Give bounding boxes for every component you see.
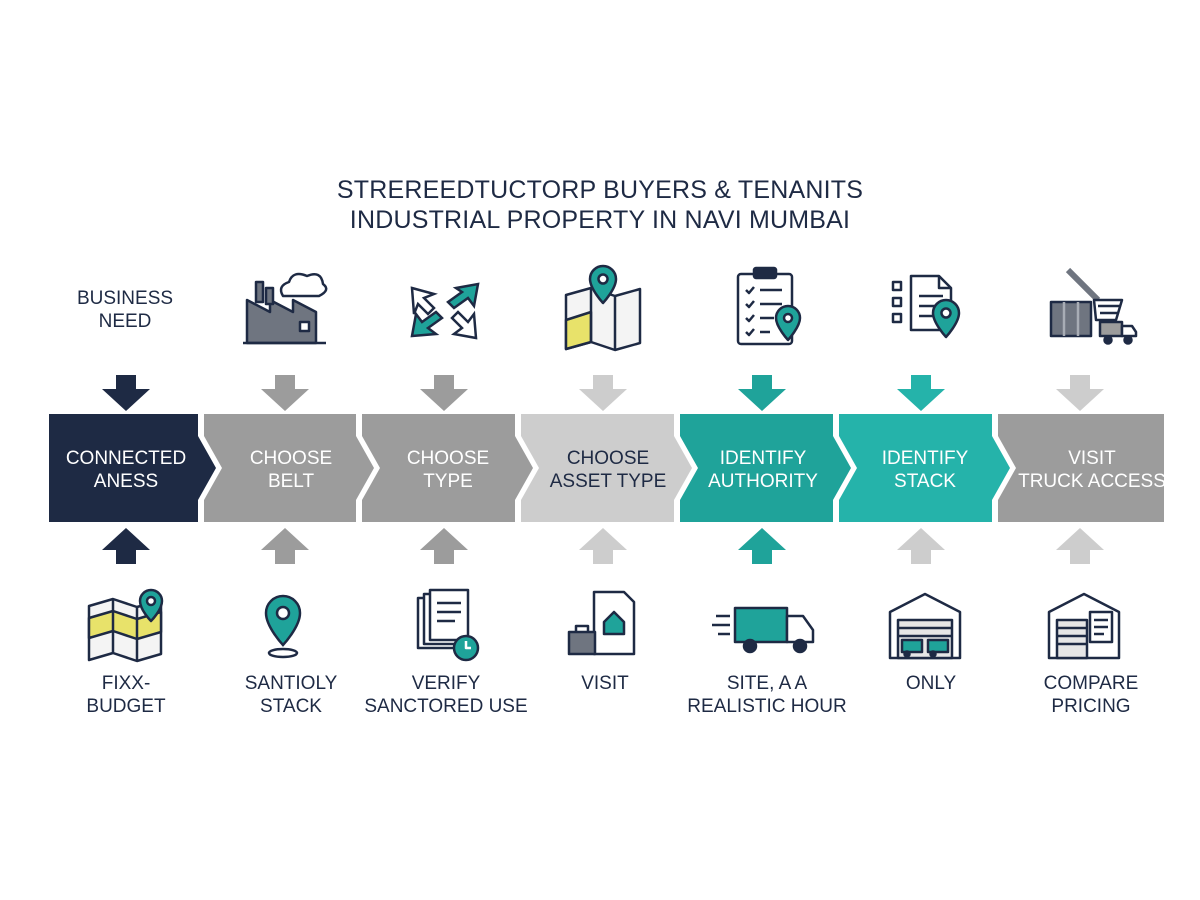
stage-4-label: CHOOSE ASSET TYPE: [549, 448, 667, 492]
up-arrow-1: [102, 528, 150, 564]
down-arrow-4: [579, 375, 627, 411]
house-bag-icon: [567, 590, 636, 656]
warehouse-icon: [888, 592, 962, 660]
down-arrow-7: [1056, 375, 1104, 411]
clipboard-icon: [736, 266, 802, 346]
bottom-label-2: SANTIOLY STACK: [244, 673, 338, 717]
stage-3-shape: [362, 414, 533, 522]
up-arrow-3: [420, 528, 468, 564]
map-icon: [564, 264, 642, 352]
stage-7-label: VISIT TRUCK ACCESS: [1018, 448, 1166, 492]
diagram-title-line-2: INDUSTRIAL PROPERTY IN NAVI MUMBAI: [349, 206, 851, 234]
up-arrow-4: [579, 528, 627, 564]
up-arrow-6: [897, 528, 945, 564]
bottom-label-4: VISIT: [581, 673, 629, 694]
stage-2-shape: [204, 414, 374, 522]
location-pin-icon: [264, 594, 302, 659]
stage-7-shape: [998, 414, 1164, 522]
bottom-label-5: SITE, A A REALISTIC HOUR: [687, 673, 847, 717]
crane-icon: [1049, 267, 1138, 345]
start-label-line-2: NEED: [98, 311, 152, 332]
down-arrow-1: [102, 375, 150, 411]
down-arrow-5: [738, 375, 786, 411]
up-arrow-7: [1056, 528, 1104, 564]
stage-1-shape: [49, 414, 216, 522]
stage-4-shape: [521, 414, 692, 522]
down-arrow-6: [897, 375, 945, 411]
warehouse-doc-icon: [1047, 592, 1121, 660]
stage-shapes: [49, 414, 1164, 522]
up-arrow-2: [261, 528, 309, 564]
stage-5-label: IDENTIFY AUTHORITY: [708, 448, 818, 492]
stage-3-label: CHOOSE TYPE: [406, 448, 490, 492]
bottom-label-3: VERIFY SANCTORED USE: [364, 673, 528, 717]
stage-6-label: IDENTIFY STACK: [881, 448, 969, 492]
map-pin-icon: [87, 588, 164, 663]
arrows-icon: [410, 282, 480, 340]
down-arrow-2: [261, 375, 309, 411]
start-label-line-1: BUSINESS: [76, 288, 174, 309]
stage-5-shape: [680, 414, 851, 522]
start-label: BUSINESS NEED: [30, 287, 220, 333]
stage-6-shape: [839, 414, 1010, 522]
down-arrows: [102, 375, 1104, 411]
stage-2-label: CHOOSE BELT: [249, 448, 333, 492]
documents-clock-icon: [416, 588, 480, 662]
factory-icon: [243, 272, 328, 345]
up-arrows: [102, 528, 1104, 564]
up-arrow-5: [738, 528, 786, 564]
document-pin-icon: [891, 274, 961, 339]
bottom-label-7: COMPARE PRICING: [1043, 673, 1139, 717]
stage-1-label: CONNECTED ANESS: [65, 448, 187, 492]
bottom-label-6: ONLY: [905, 673, 957, 694]
truck-icon: [712, 606, 815, 654]
down-arrow-3: [420, 375, 468, 411]
diagram-title-line-1: STREREEDTUCTORP BUYERS & TENANITS: [336, 176, 864, 204]
bottom-label-1: FIXX- BUDGET: [86, 673, 166, 717]
